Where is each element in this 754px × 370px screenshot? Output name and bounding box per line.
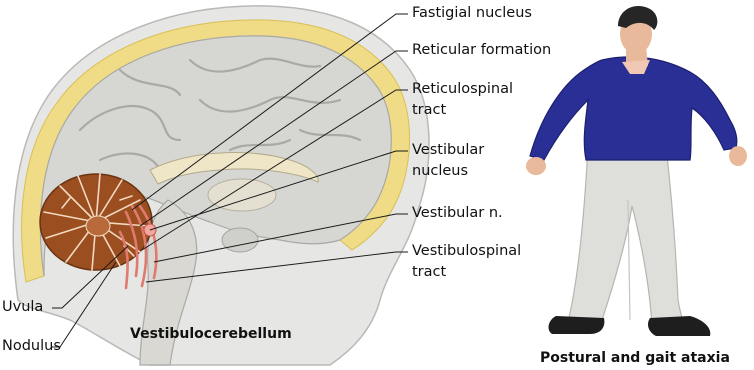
label-vestibular-nucleus: Vestibular nucleus bbox=[412, 140, 504, 182]
right-hand bbox=[729, 146, 747, 166]
caption-vestibulocerebellum: Vestibulocerebellum bbox=[130, 326, 292, 342]
left-hand bbox=[526, 157, 546, 175]
label-fastigial-nucleus: Fastigial nucleus bbox=[412, 3, 532, 24]
label-uvula: Uvula bbox=[2, 297, 43, 318]
label-reticulospinal-tract: Reticulospinal tract bbox=[412, 79, 524, 121]
label-vestibulospinal-tract: Vestibulospinal tract bbox=[412, 241, 530, 283]
label-reticular-formation: Reticular formation bbox=[412, 40, 551, 61]
thalamus bbox=[208, 179, 276, 211]
label-nodulus: Nodulus bbox=[2, 336, 61, 357]
trousers bbox=[568, 146, 684, 326]
left-shoe bbox=[549, 316, 605, 334]
caption-postural-gait-ataxia: Postural and gait ataxia bbox=[540, 350, 730, 366]
right-shoe bbox=[648, 316, 710, 336]
cerebellum bbox=[40, 174, 152, 270]
ataxic-figure bbox=[526, 6, 747, 336]
inner-ear bbox=[222, 228, 258, 252]
label-vestibular-n: Vestibular n. bbox=[412, 203, 503, 224]
head-sagittal-section bbox=[13, 6, 429, 365]
